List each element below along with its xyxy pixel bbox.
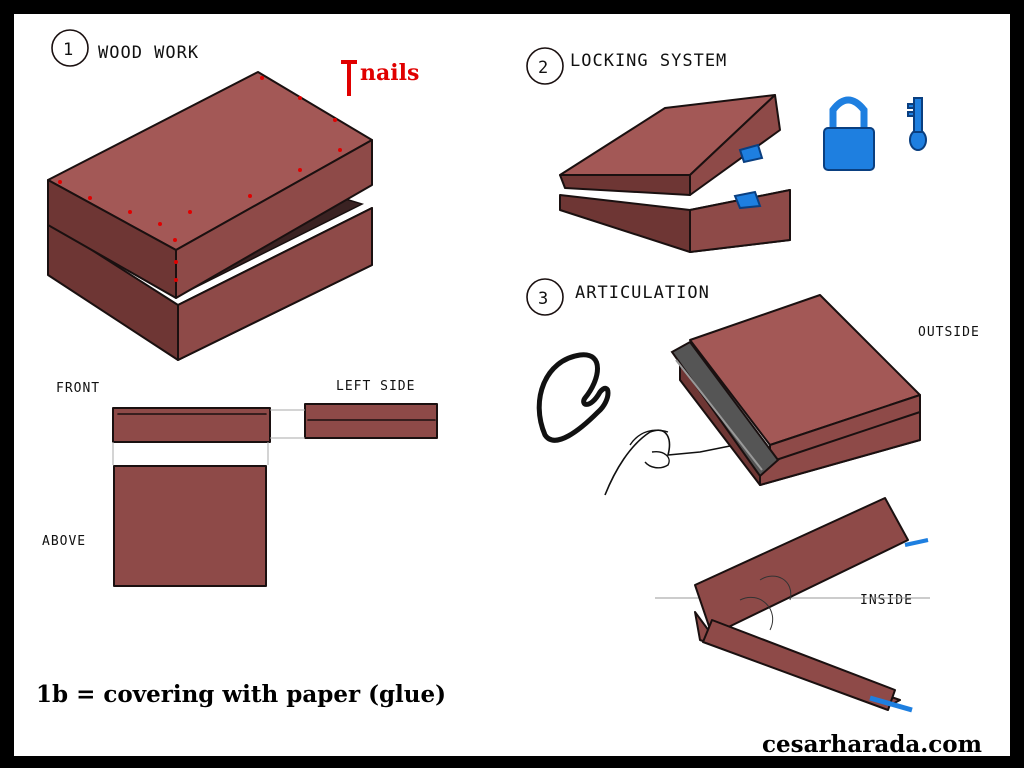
section-3-title: ARTICULATION (575, 283, 710, 303)
section-articulation: 3 ARTICULATION OUTSIDE INSIDE (526, 278, 980, 713)
above-view-panel (113, 465, 267, 587)
section-2-number: 2 (538, 58, 549, 78)
section-1-number-circle (51, 29, 89, 67)
box-lid-side (47, 179, 177, 299)
front-view-panel (112, 407, 271, 443)
section-3-number-circle (526, 278, 564, 316)
hinge-clasp-top (738, 143, 764, 164)
hinge-spine (670, 340, 780, 478)
section-3-number: 3 (538, 289, 549, 309)
padlock-icon (823, 96, 875, 171)
hinge-clasp-bottom (733, 190, 762, 210)
box-bottom-front (177, 207, 373, 361)
section-2-number-circle (526, 47, 564, 85)
label-left-side: LEFT SIDE (336, 379, 415, 394)
inside-upper-panel (694, 497, 909, 636)
hand-sketch (604, 429, 761, 496)
inside-clasp-upper (904, 538, 929, 547)
nail-markers (58, 76, 342, 282)
section-wood-work: 1 WOOD WORK nails (42, 29, 438, 587)
inside-clasp-lower (869, 695, 913, 713)
locking-box-drawing (559, 94, 791, 253)
label-outside: OUTSIDE (918, 325, 980, 340)
articulation-box-outside (670, 294, 921, 486)
left-side-view-panel (304, 403, 438, 439)
label-front: FRONT (56, 381, 100, 396)
caption-covering: 1b = covering with paper (glue) (36, 681, 446, 708)
nails-label: nails (360, 60, 419, 86)
section-1-number: 1 (63, 40, 74, 60)
wood-box-drawing (47, 71, 373, 361)
credit-website: cesarharada.com (762, 731, 982, 758)
nail-icon (341, 60, 357, 96)
section-1-title: WOOD WORK (98, 43, 199, 63)
key-icon (907, 97, 927, 151)
section-locking-system: 2 LOCKING SYSTEM (526, 47, 927, 253)
label-inside: INSIDE (860, 593, 913, 608)
section-2-title: LOCKING SYSTEM (570, 51, 727, 71)
wire-loop-sketch (536, 352, 611, 443)
articulation-box-inside (655, 497, 930, 713)
label-above: ABOVE (42, 534, 86, 549)
